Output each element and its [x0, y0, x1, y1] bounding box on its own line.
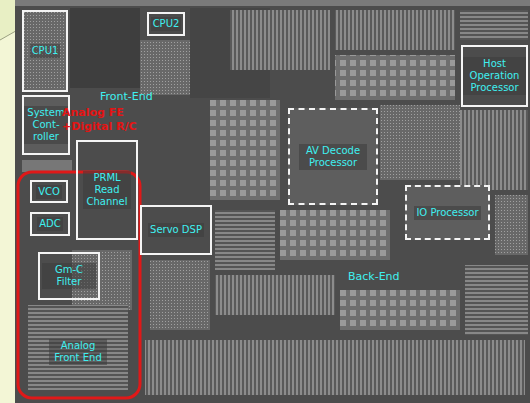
block-region: VCO: [30, 180, 68, 203]
block-region: Gm-C Filter: [38, 252, 100, 300]
block-label: ADC: [37, 217, 63, 231]
block-region: ADC: [30, 212, 70, 236]
block-label: CPU1: [30, 44, 61, 58]
block-label: Host Operation Processor: [463, 57, 526, 95]
block-region: CPU1: [22, 10, 68, 92]
region-label: Analog FE: [62, 106, 124, 119]
block-label: Servo DSP: [148, 223, 204, 237]
analog-region-outline: [18, 172, 140, 398]
block-region: Servo DSP: [140, 205, 212, 255]
block-label: VCO: [36, 185, 62, 199]
region-label: Back-End: [348, 270, 400, 283]
block-label: IO Processor: [414, 206, 480, 220]
block-region: CPU2: [147, 12, 185, 36]
block-region: Analog Front End: [28, 318, 128, 386]
region-label: Front-End: [100, 90, 153, 103]
region-label: +Digital R/C: [62, 120, 137, 133]
block-region: Host Operation Processor: [461, 45, 528, 107]
block-label: System Cont- roller: [24, 106, 68, 144]
block-region: IO Processor: [405, 185, 490, 240]
block-label: CPU2: [151, 17, 182, 31]
block-label: Analog Front End: [49, 339, 107, 365]
block-region: AV Decode Processor: [288, 108, 378, 205]
block-label: AV Decode Processor: [299, 144, 367, 170]
block-label: PRML Read Channel: [83, 171, 131, 209]
block-label: Gm-C Filter: [42, 263, 96, 289]
block-region: PRML Read Channel: [76, 140, 138, 240]
